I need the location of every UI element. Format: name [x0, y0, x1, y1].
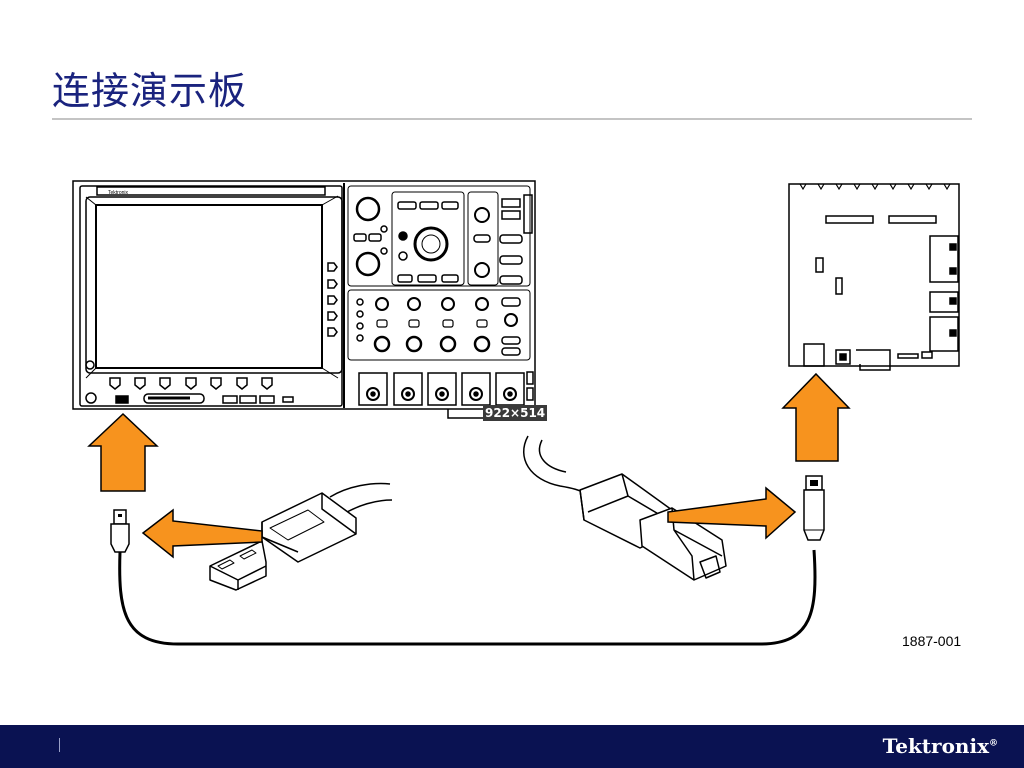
- usb-port: [115, 395, 129, 404]
- usb-b-plug-icon: [803, 475, 825, 541]
- title-divider: [52, 118, 972, 120]
- power-button: [85, 392, 97, 404]
- board-usb-b-port: [803, 343, 825, 367]
- channel-knobs-row2: [373, 335, 491, 353]
- usb-cable: [110, 475, 825, 646]
- usb-a-connector-detail: [209, 482, 393, 591]
- bottom-soft-keys: [109, 377, 273, 390]
- footer-logo: Tektronix®: [882, 734, 998, 758]
- scope-body: [72, 180, 536, 410]
- arrow-up-to-board: [781, 372, 851, 462]
- page-title: 连接演示板: [52, 69, 248, 113]
- arrows: [87, 372, 851, 559]
- size-tag: 922×514: [483, 405, 548, 421]
- usb-a-plug-icon: [110, 509, 130, 553]
- footer-logo-text: Tektronix: [882, 734, 989, 758]
- scope-brand-strip: [96, 186, 326, 196]
- arrow-up-to-scope: [87, 412, 159, 492]
- arrow-left-to-usb-a: [141, 508, 263, 559]
- arrow-right-to-usb-b: [667, 486, 797, 540]
- scope-screen-bezel: [85, 196, 343, 374]
- vertical-knob: [355, 196, 381, 222]
- side-soft-keys: [327, 262, 338, 337]
- demo-board: [788, 183, 960, 371]
- channel-knobs-row1: [375, 297, 489, 311]
- horizontal-knob: [355, 251, 381, 277]
- usb-b-connector-detail: [523, 435, 727, 581]
- board-outline: [788, 183, 960, 367]
- disk-slot: [143, 393, 205, 404]
- multipurpose-knob: [413, 226, 449, 262]
- oscilloscope: Tektronix: [72, 180, 536, 419]
- footer-bar: Tektronix®: [0, 725, 1024, 768]
- footer-mark: [59, 738, 60, 752]
- scope-screen: [95, 204, 323, 369]
- figure-id: 1887-001: [902, 633, 962, 649]
- scope-brand-label: Tektronix: [108, 190, 129, 196]
